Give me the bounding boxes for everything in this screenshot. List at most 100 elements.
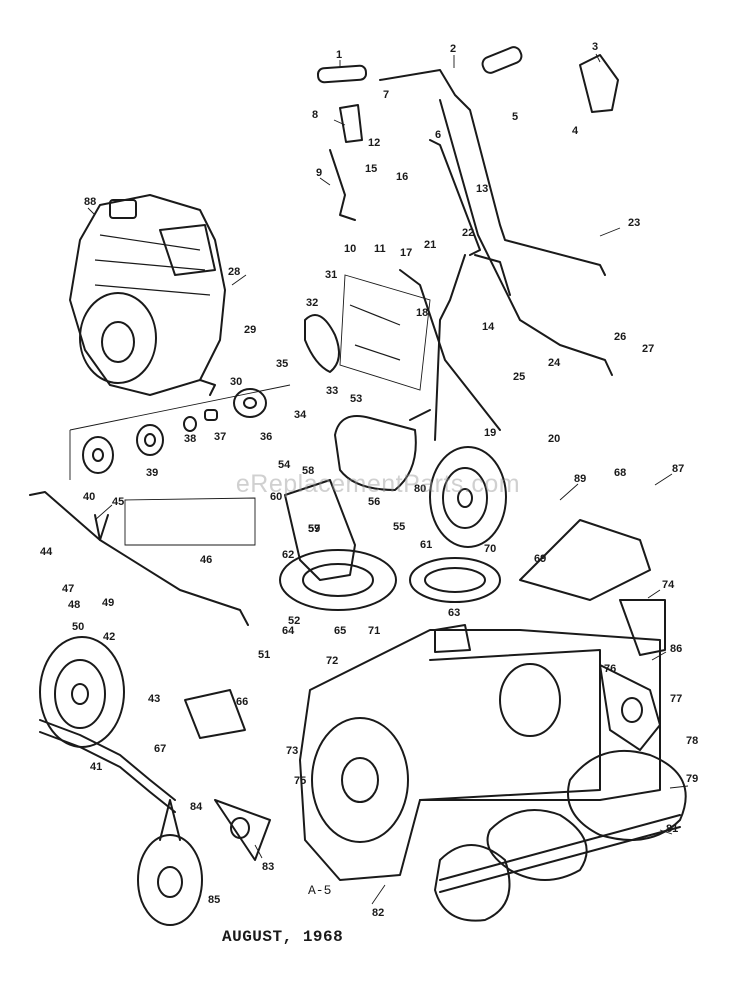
callout-label: 75 (294, 775, 306, 787)
callout-label: 35 (276, 358, 288, 370)
callout-label: 31 (325, 269, 337, 281)
callout-label: 83 (262, 861, 274, 873)
callout-label: 27 (642, 343, 654, 355)
callout-label: 76 (604, 663, 616, 675)
belt-and-linkage (304, 274, 431, 391)
callout-label: 71 (368, 625, 380, 637)
callout-label: 19 (484, 427, 496, 439)
wheels (39, 446, 507, 748)
callout-label: 39 (146, 467, 158, 479)
callout-label: 5 (512, 111, 518, 123)
callout-label: 18 (416, 307, 428, 319)
callout-label: 62 (282, 549, 294, 561)
callout-label: 72 (326, 655, 338, 667)
callout-label: 61 (420, 539, 432, 551)
auger-housing (299, 519, 661, 881)
shift-rod (29, 491, 256, 626)
callout-label: 21 (424, 239, 436, 251)
callout-label: 59 (308, 523, 320, 535)
callout-label: 23 (628, 217, 640, 229)
callout-label: 34 (294, 409, 307, 421)
callout-label: 12 (368, 137, 380, 149)
callout-label: 54 (278, 459, 291, 471)
callout-label: 16 (396, 171, 408, 183)
issue-date: AUGUST, 1968 (222, 928, 344, 946)
callout-label: 55 (393, 521, 405, 533)
callout-label: 50 (72, 621, 84, 633)
callout-label: 17 (400, 247, 412, 259)
callout-label: 14 (482, 321, 495, 333)
callout-label: 2 (450, 43, 456, 55)
engine (69, 194, 226, 396)
pulley-hardware (69, 384, 291, 480)
callout-label: 47 (62, 583, 74, 595)
callout-label: 68 (614, 467, 626, 479)
callout-label: 33 (326, 385, 338, 397)
callout-label: 52 (288, 615, 300, 627)
callout-label: 29 (244, 324, 256, 336)
callout-label: 28 (228, 266, 240, 278)
callout-label: 88 (84, 196, 96, 208)
callout-label: 6 (435, 129, 441, 141)
callout-label: 66 (236, 696, 248, 708)
callout-label: 53 (350, 393, 362, 405)
callout-label: 3 (592, 41, 598, 53)
callout-label: 84 (190, 801, 203, 813)
callout-label: 70 (484, 543, 496, 555)
leader-lines (87, 53, 689, 905)
callout-label: 86 (670, 643, 682, 655)
callout-label: 80 (414, 483, 426, 495)
callout-label: 57 (308, 523, 320, 535)
pulley-cover (334, 409, 431, 491)
callout-label: 46 (200, 554, 212, 566)
callout-label: 8 (312, 109, 318, 121)
callout-label: 51 (258, 649, 270, 661)
callout-label: 40 (83, 491, 95, 503)
callout-label: 45 (112, 496, 124, 508)
callout-label: 9 (316, 167, 322, 179)
drive-chain (39, 719, 176, 813)
callout-label: 79 (686, 773, 698, 785)
callout-label: 73 (286, 745, 298, 757)
callout-label: 42 (103, 631, 115, 643)
callout-label: 22 (462, 227, 474, 239)
callout-label: 67 (154, 743, 166, 755)
callout-label: 58 (302, 465, 314, 477)
callout-label: 77 (670, 693, 682, 705)
callout-label: 20 (548, 433, 560, 445)
page-code: A-5 (308, 883, 332, 898)
callout-label: 26 (614, 331, 626, 343)
callout-label: 60 (270, 491, 282, 503)
callout-label: 13 (476, 183, 488, 195)
callout-label: 43 (148, 693, 160, 705)
callout-label: 89 (574, 473, 586, 485)
callout-label: 24 (548, 357, 561, 369)
callout-labels: 1 2 3 4 5 6 7 8 9 10 11 12 13 14 15 16 1… (40, 41, 698, 919)
callout-label: 56 (368, 496, 380, 508)
callout-label: 1 (336, 49, 342, 61)
callout-label: 25 (513, 371, 525, 383)
chute-assembly (279, 479, 501, 653)
callout-label: 69 (534, 553, 546, 565)
callout-label: 74 (662, 579, 675, 591)
callout-label: 30 (230, 376, 242, 388)
callout-label: 48 (68, 599, 80, 611)
callout-label: 82 (372, 907, 384, 919)
callout-label: 87 (672, 463, 684, 475)
callout-label: 7 (383, 89, 389, 101)
callout-label: 65 (334, 625, 346, 637)
callout-label: 37 (214, 431, 226, 443)
callout-label: 15 (365, 163, 377, 175)
callout-label: 85 (208, 894, 220, 906)
callout-label: 36 (260, 431, 272, 443)
handle-assembly (316, 46, 619, 441)
callout-label: 4 (572, 125, 579, 137)
callout-label: 63 (448, 607, 460, 619)
callout-label: 49 (102, 597, 114, 609)
auger (434, 749, 687, 922)
callout-label: 32 (306, 297, 318, 309)
bearing-plates (137, 599, 666, 926)
callout-label: 64 (282, 625, 295, 637)
callout-label: 81 (666, 823, 678, 835)
